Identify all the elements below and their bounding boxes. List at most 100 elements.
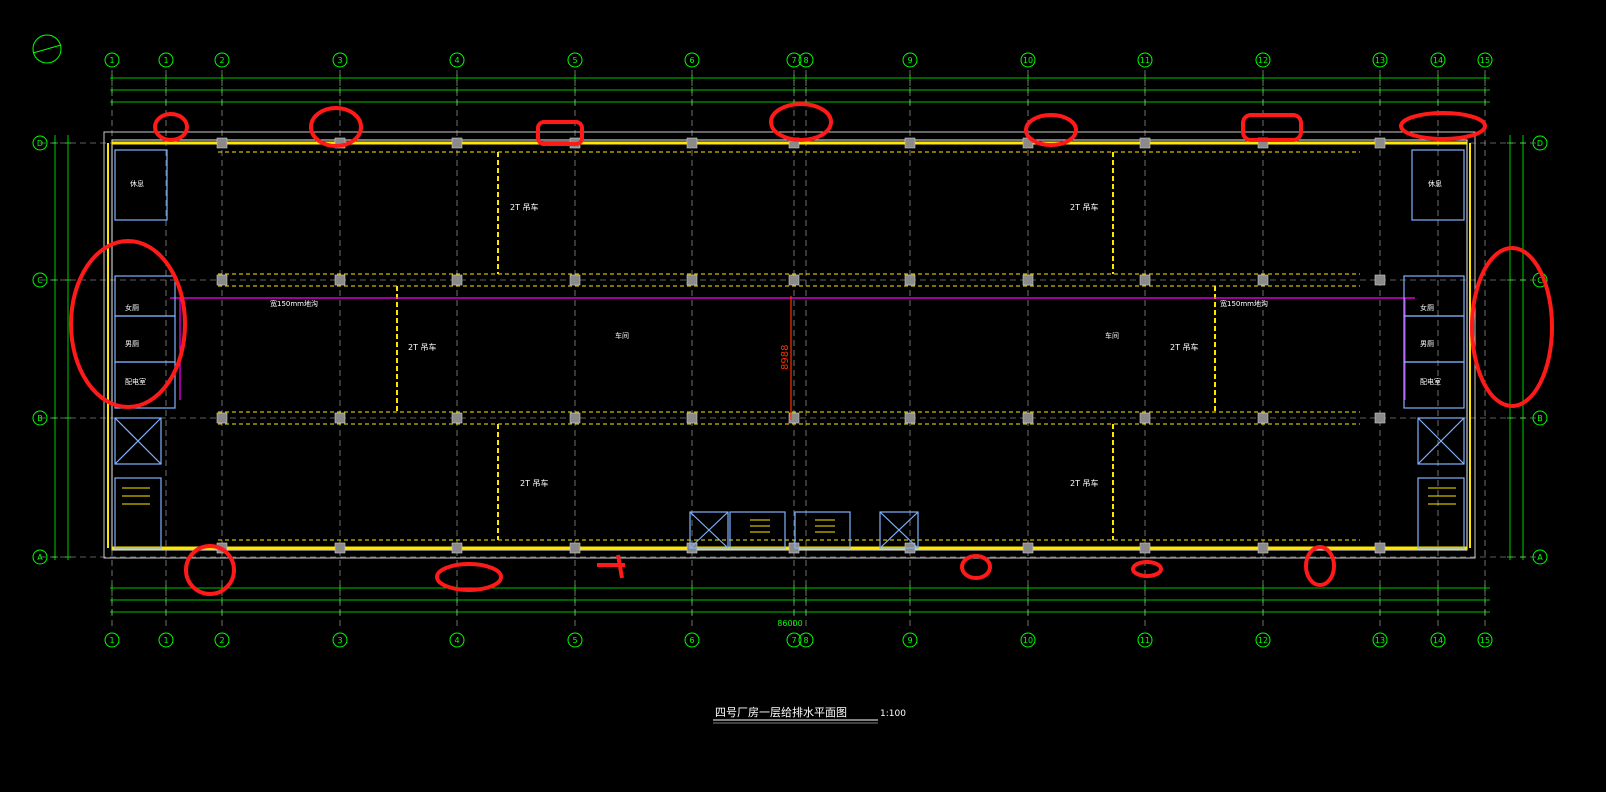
column (1139, 542, 1151, 554)
grid-bubble-label: 12 (1258, 56, 1268, 65)
red-circle-markup (1304, 545, 1336, 587)
grid-bubble-label: 1 (109, 56, 114, 65)
column (451, 542, 463, 554)
zone-label: 2T 吊车 (1070, 478, 1099, 488)
grid-bubble (1372, 52, 1388, 68)
column (1374, 274, 1386, 286)
grid-bubble-label: B (37, 414, 43, 423)
red-markups[interactable] (69, 102, 1554, 596)
right-room-label: 休息 (1428, 179, 1442, 188)
grid-bubble (1137, 632, 1153, 648)
grid-bubble (902, 52, 918, 68)
grid-bubble-label: 4 (454, 636, 459, 645)
grid-bubble (214, 52, 230, 68)
grid-bubble (32, 272, 48, 288)
left-room-label: 女厕 (125, 303, 139, 312)
grid-bubble (1532, 135, 1548, 151)
red-circle-markup (769, 102, 833, 142)
red-circle-markup (153, 112, 189, 142)
grid-bubble (214, 632, 230, 648)
grid-bubble-label: 8 (803, 56, 808, 65)
structural-columns (216, 137, 1386, 554)
left-room-label: 男厕 (125, 340, 139, 348)
left-room-label: 休息 (130, 179, 144, 188)
grid-bubble-label: 1 (163, 636, 168, 645)
red-circle-markup (1131, 560, 1163, 578)
grid-bubble-label: 2 (219, 56, 224, 65)
grid-bubble-label: B (1537, 414, 1543, 423)
grid-bubble (786, 632, 802, 648)
red-circle-markup (1241, 113, 1303, 142)
grid-bubble-label: 14 (1433, 636, 1443, 645)
column (569, 274, 581, 286)
column (1374, 542, 1386, 554)
grid-bubble-label: 15 (1480, 636, 1490, 645)
column (1374, 412, 1386, 424)
left-room-label: 配电室 (125, 377, 146, 386)
right-room-label: 男厕 (1420, 340, 1434, 348)
red-circle-markup (309, 106, 363, 148)
drawing-title: 四号厂房一层给排水平面图 (715, 705, 847, 719)
column (451, 412, 463, 424)
column (1022, 274, 1034, 286)
grid-bubble (1372, 632, 1388, 648)
red-circle-markup (435, 562, 503, 592)
grid-bubble (32, 410, 48, 426)
grid-bubble (567, 52, 583, 68)
column (1022, 412, 1034, 424)
red-circle-markup (536, 120, 584, 146)
grid-bubble-label: 5 (572, 636, 577, 645)
column (569, 542, 581, 554)
grid-bubble (684, 632, 700, 648)
grid-bubble (1255, 632, 1271, 648)
grid-bubble (332, 632, 348, 648)
column (1257, 412, 1269, 424)
drawing-title-block: 四号厂房一层给排水平面图 1:100 (713, 705, 906, 724)
drawing-scale: 1:100 (880, 709, 906, 719)
stair-icon (122, 487, 1456, 533)
grid-bubble-label: 10 (1023, 56, 1033, 65)
red-circle-markup (1470, 246, 1554, 408)
red-circle-markup (69, 239, 187, 409)
column (1022, 542, 1034, 554)
column (686, 412, 698, 424)
grid-bubble-label: 10 (1023, 636, 1033, 645)
grid-bubble (798, 52, 814, 68)
grid-bubble (104, 632, 120, 648)
column (904, 412, 916, 424)
column (788, 274, 800, 286)
column (1257, 542, 1269, 554)
grid-bubble (798, 632, 814, 648)
grid-bubble (32, 549, 48, 565)
grid-bubble-label: 7 (791, 636, 796, 645)
zone-label: 2T 吊车 (1070, 202, 1099, 212)
column (1139, 137, 1151, 149)
grid-bubble (1430, 52, 1446, 68)
column (686, 137, 698, 149)
grid-bubble (1020, 52, 1036, 68)
overall-dimension: 86000 (777, 619, 802, 628)
column (686, 274, 698, 286)
right-room-label: 配电室 (1420, 377, 1441, 386)
column (1139, 274, 1151, 286)
column (1374, 137, 1386, 149)
zone-label: 2T 吊车 (408, 342, 437, 352)
red-circle-markup (960, 554, 992, 580)
grid-bubble-label: 4 (454, 56, 459, 65)
grid-bubble-label: 1 (109, 636, 114, 645)
grid-bubble-label: 6 (689, 636, 694, 645)
grid-bubble-label: C (1537, 276, 1543, 285)
grid-bubble-label: 1 (163, 56, 168, 65)
grid-bubble-label: D (37, 139, 43, 148)
grid-bubble-label: 3 (337, 56, 342, 65)
grid-bubble (449, 52, 465, 68)
grid-bubble-label: 3 (337, 636, 342, 645)
level-value: 8988 (780, 345, 791, 370)
right-service-rooms (1403, 149, 1465, 549)
grid-bubble-label: 13 (1375, 56, 1385, 65)
grid-bubble-label: 8 (803, 636, 808, 645)
grid-bubble-label: A (37, 553, 43, 562)
grid-bubble-label: 9 (907, 56, 912, 65)
